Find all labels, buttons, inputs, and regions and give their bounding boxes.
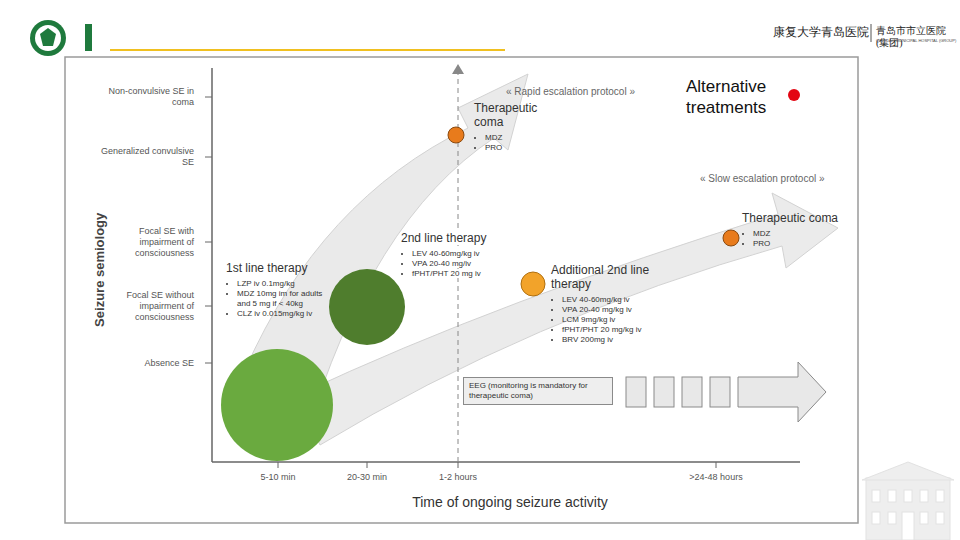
eeg-box: EEG (monitoring is mandatory for therape… [463, 377, 613, 405]
node-heading: 2nd line therapy [401, 232, 513, 246]
time-marker-head [452, 64, 464, 74]
x-tick-label: 1-2 hours [418, 472, 498, 483]
drug-dose: VPA 20-40 mg/kg iv [562, 305, 673, 315]
drug-dose: LEV 40-60mg/kg iv [412, 249, 513, 259]
drug-dose: MDZ 10mg im for adults and 5 mg if < 40k… [237, 289, 330, 309]
hospital-logo [30, 20, 66, 56]
node-heading: 1st line therapy [226, 262, 330, 276]
y-tick-label: Focal SE without impairment of conscious… [92, 290, 194, 322]
drug-dose: LZP iv 0.1mg/kg [237, 279, 330, 289]
x-tick-label: 20-30 min [327, 472, 407, 483]
alternative-treatments: Alternative treatments [686, 76, 790, 119]
drug-list: MDZPRO [742, 229, 846, 249]
y-axis [211, 68, 213, 462]
y-tick-label: Absence SE [92, 358, 194, 369]
second-line-therapy: 2nd line therapyLEV 40-60mg/kg ivVPA 20-… [401, 232, 513, 279]
eeg-monitoring-chain [626, 362, 826, 422]
hospital-name: 康复大学青岛医院 [744, 25, 869, 39]
additional-second-line-therapy: Additional 2nd line therapyLEV 40-60mg/k… [551, 264, 673, 345]
building-watermark [862, 462, 954, 540]
drug-dose: fPHT/PHT 20 mg iv [412, 269, 513, 279]
drug-dose: CLZ iv 0.015mg/kg iv [237, 309, 330, 319]
alternative-dot [788, 89, 800, 101]
drug-dose: fPHT/PHT 20 mg/kg iv [562, 325, 673, 335]
drug-dose: MDZ [485, 133, 554, 143]
hospital-name: 青岛市市立医院(集团) [876, 25, 958, 49]
eeg-note: EEG (monitoring is mandatory for therape… [469, 381, 607, 401]
first-line-therapy: 1st line therapyLZP iv 0.1mg/kgMDZ 10mg … [226, 262, 330, 319]
protocol-label: « Rapid escalation protocol » [506, 86, 656, 98]
drug-dose: PRO [753, 239, 846, 249]
axis-ticks [205, 97, 716, 468]
hospital-english-name: QINGDAO MUNICIPAL HOSPITAL (GROUP) [876, 39, 958, 44]
drug-dose: LCM 9mg/kg iv [562, 315, 673, 325]
drug-list: LEV 40-60mg/kg ivVPA 20-40 mg/kg ivLCM 9… [551, 295, 673, 345]
drug-list: LEV 40-60mg/kg ivVPA 20-40 mg/ivfPHT/PHT… [401, 249, 513, 279]
node-heading: Therapeutic coma [474, 102, 554, 130]
node-heading: Alternative treatments [686, 76, 790, 119]
slow-escalation-arrow [298, 193, 838, 445]
drug-dose: PRO [485, 143, 554, 153]
x-tick-label: >24-48 hours [676, 472, 756, 483]
header-bar [85, 24, 92, 51]
y-tick-label: Focal SE with impairment of consciousnes… [92, 226, 194, 258]
therapeutic-coma-slow: Therapeutic comaMDZPRO [742, 212, 846, 249]
protocol-label: « Slow escalation protocol » [700, 173, 855, 185]
drug-list: LZP iv 0.1mg/kgMDZ 10mg im for adults an… [226, 279, 330, 319]
node-heading: Additional 2nd line therapy [551, 264, 673, 292]
logo-ring [35, 25, 61, 51]
y-tick-label: Generalized convulsive SE [92, 146, 194, 168]
figure-frame [65, 57, 858, 523]
node-heading: Therapeutic coma [742, 212, 846, 226]
additional-second-line-circle [521, 272, 545, 296]
therapeutic-coma-rapid: Therapeutic comaMDZPRO [474, 102, 554, 153]
header-rule [110, 49, 505, 51]
drug-list: MDZPRO [474, 133, 554, 153]
y-axis-title: Seizure semiology [92, 210, 108, 330]
rapid-coma-circle [448, 127, 464, 143]
drug-dose: VPA 20-40 mg/iv [412, 259, 513, 269]
x-axis [212, 461, 800, 463]
slow-coma-circle [723, 230, 739, 246]
second-line-circle [329, 269, 405, 345]
x-tick-label: 5-10 min [238, 472, 318, 483]
logo-emblem [40, 28, 56, 46]
first-line-circle [221, 349, 333, 461]
x-axis-title: Time of ongoing seizure activity [300, 494, 720, 511]
drug-dose: LEV 40-60mg/kg iv [562, 295, 673, 305]
header-divider [871, 24, 872, 42]
drug-dose: BRV 200mg iv [562, 335, 673, 345]
drug-dose: MDZ [753, 229, 846, 239]
y-tick-label: Non-convulsive SE in coma [92, 86, 194, 108]
